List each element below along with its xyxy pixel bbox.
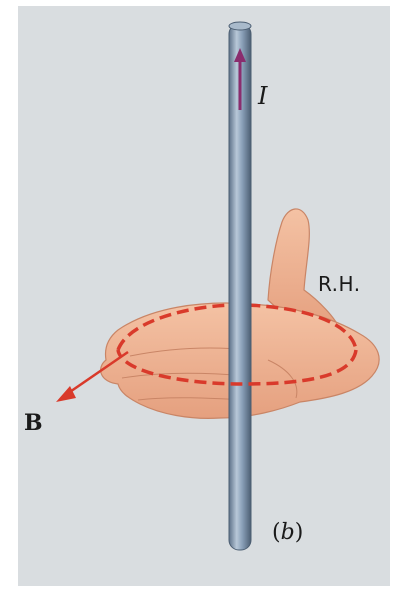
subfigure-label: (b): [272, 520, 303, 545]
subfigure-letter: b: [281, 520, 295, 545]
magnetic-field-label: B: [24, 410, 43, 436]
current-label: I: [258, 82, 267, 110]
right-hand-label: R.H.: [318, 272, 361, 296]
subfigure-close-paren: ): [295, 520, 304, 545]
subfigure-open-paren: (: [272, 520, 281, 545]
